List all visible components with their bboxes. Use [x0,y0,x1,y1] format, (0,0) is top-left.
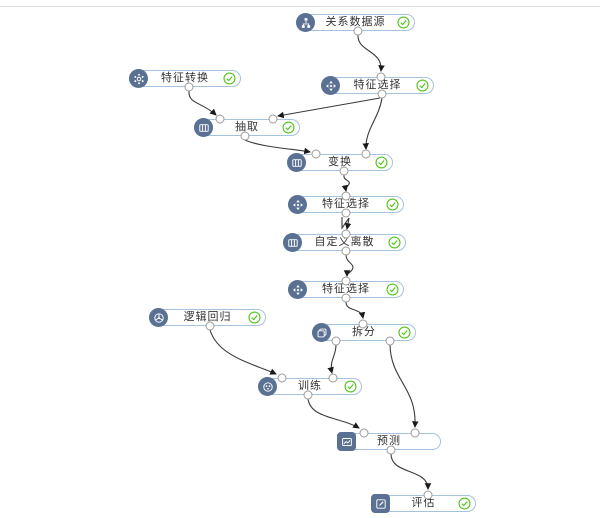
node-feature-transform[interactable]: 特征转换 [129,69,241,88]
node-feature-select-2[interactable]: 特征选择 [288,195,404,214]
success-check-icon [416,79,429,92]
node-label: 逻辑回归 [183,311,232,323]
node-predict[interactable]: 预测 [337,432,441,451]
node-label: 关系数据源 [325,16,386,28]
success-check-icon [248,311,261,324]
connector-split-to-train [327,344,337,374]
node-train[interactable]: 训练 [258,377,362,396]
connectors [188,34,432,490]
success-check-icon [375,156,388,169]
connector-lr-to-train [209,329,277,375]
connector-predict-to-evaluate [390,453,432,490]
connector-source-to-select1 [357,34,385,72]
node-label: 特征选择 [322,198,370,210]
success-check-icon [398,326,411,339]
node-feature-select-1[interactable]: 特征选择 [321,76,434,95]
node-evaluate[interactable]: 评估 [371,494,476,513]
node-label: 拆分 [352,326,376,338]
connector-select1-to-extract [277,97,381,119]
chart-icon [337,432,356,451]
success-check-icon [386,283,399,296]
connector-extract-to-transform [244,139,311,155]
node-label: 预测 [377,435,401,447]
node-custom-discretize[interactable]: 自定义离散 [283,233,406,252]
node-label: 训练 [298,380,322,392]
connector-select1-to-transform [362,97,383,150]
node-label: 变换 [328,156,352,168]
success-check-icon [223,72,236,85]
table-icon [283,233,302,252]
arrows-icon [288,195,307,214]
node-data-source[interactable]: 关系数据源 [296,13,415,32]
success-check-icon [282,121,295,134]
node-label: 特征转换 [161,72,209,84]
connector-discretize-to-select3 [343,254,354,277]
hierarchy-icon [296,13,315,32]
connector-select2-to-discretize [341,217,352,230]
node-transform[interactable]: 变换 [287,153,393,172]
connector-select3-to-split [345,301,366,319]
ports [184,26,433,500]
edit-icon [371,494,390,513]
train-icon [258,377,277,396]
connector-transform-to-select2 [341,174,350,192]
node-label: 特征选择 [353,79,402,91]
toolbar-divider [0,6,600,7]
node-extract[interactable]: 抽取 [194,118,300,137]
success-check-icon [397,16,410,29]
wheel-icon [149,308,168,327]
node-label: 特征选择 [322,283,370,295]
node-logistic-regression[interactable]: 逻辑回归 [149,308,266,327]
arrows-icon [288,280,307,299]
table-icon [287,153,306,172]
success-check-icon [458,497,471,510]
table-icon [194,118,213,137]
node-feature-select-3[interactable]: 特征选择 [288,280,404,299]
success-check-icon [386,198,399,211]
connector-transform-to-extract [188,90,217,116]
copy-icon [312,323,331,342]
connector-split-to-predict [389,344,419,428]
node-label: 评估 [411,497,436,509]
node-label: 抽取 [235,121,259,133]
node-split[interactable]: 拆分 [312,323,416,342]
gear-icon [129,69,148,88]
node-label: 自定义离散 [314,236,375,248]
success-check-icon [388,236,401,249]
success-check-icon [344,380,357,393]
connector-train-to-predict [307,398,360,429]
arrows-icon [321,76,340,95]
